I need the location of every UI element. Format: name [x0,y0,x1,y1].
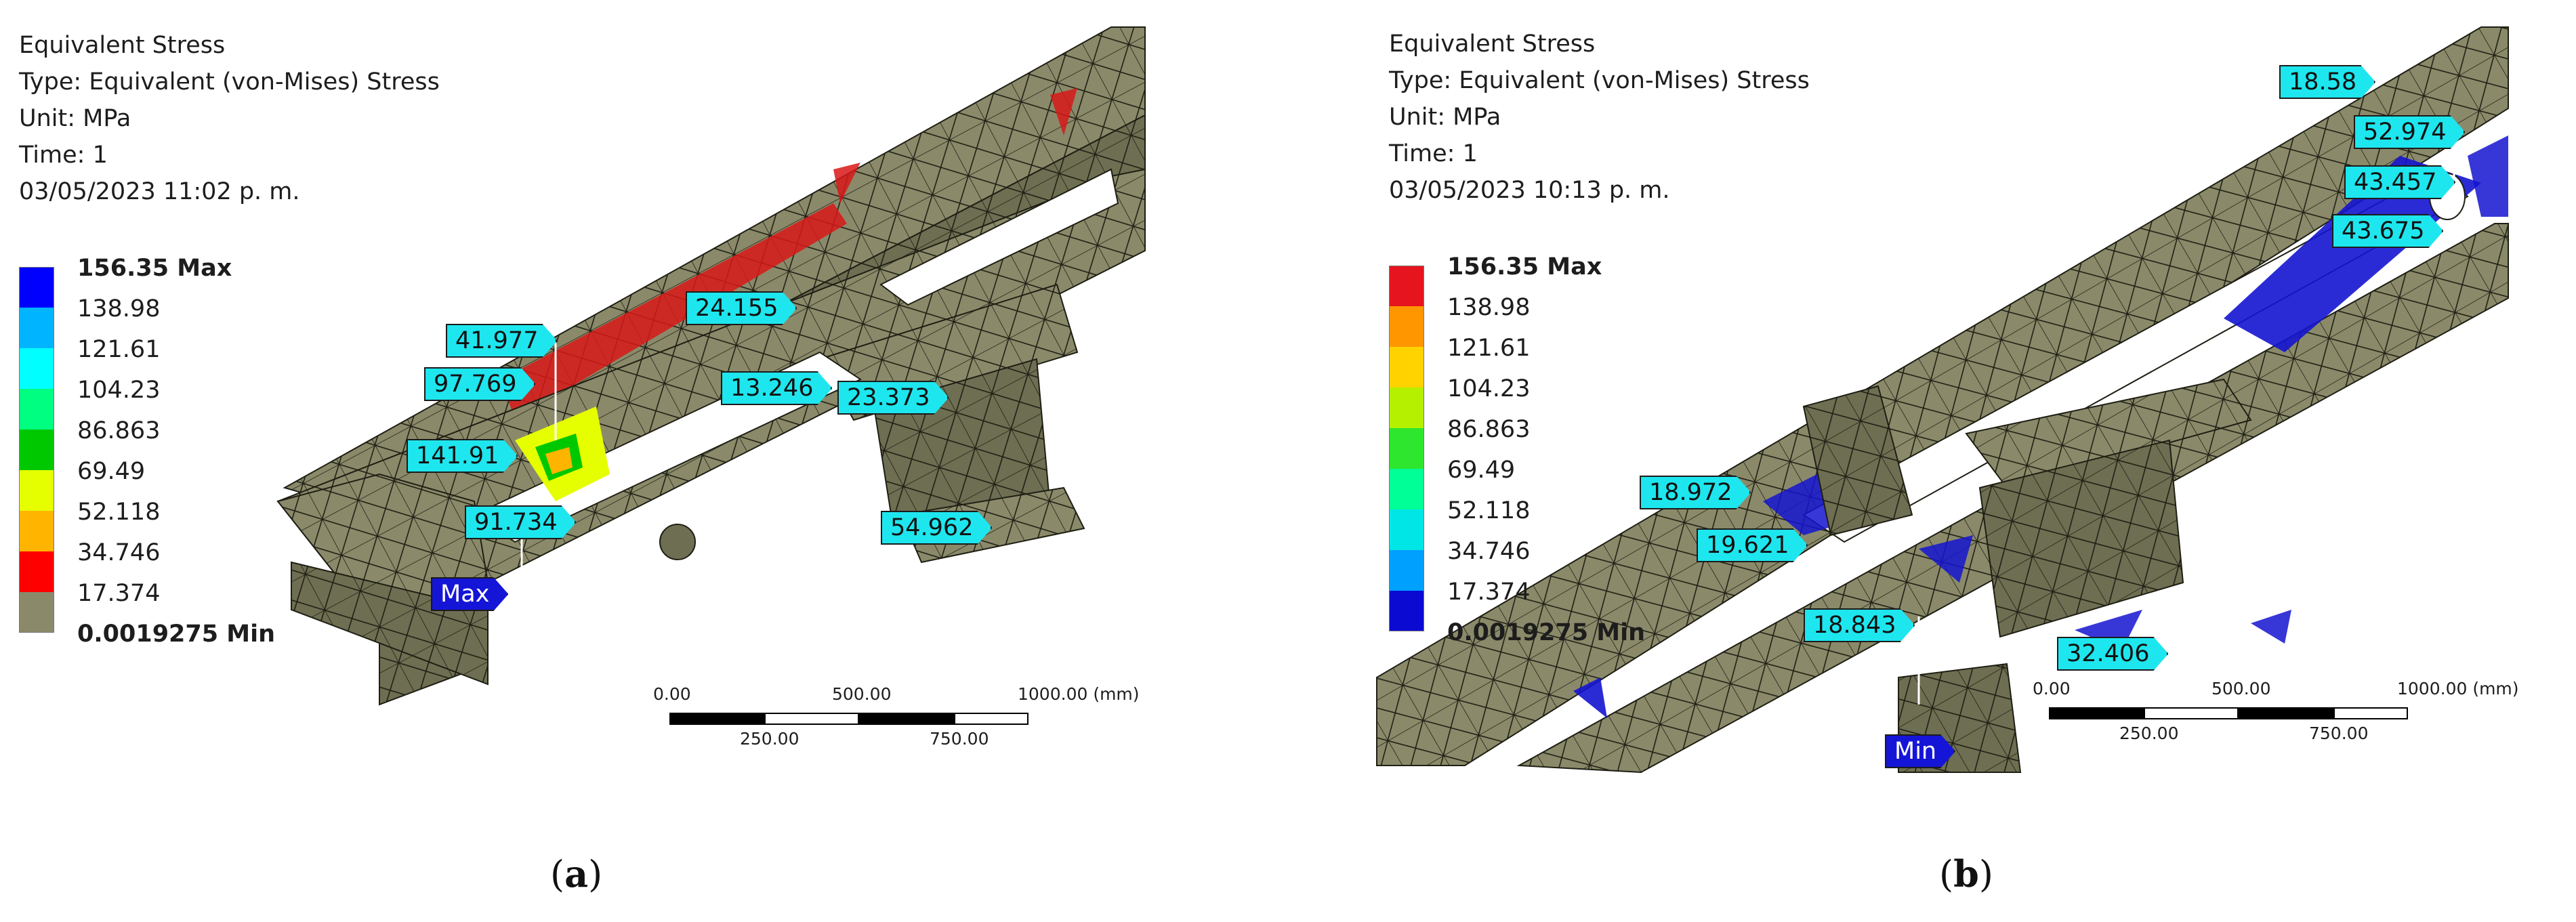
scale-bar-a: 0.00 500.00 1000.00 (mm) 250.00 750.00 [652,684,1140,766]
probe-label[interactable]: 32.406 [2057,637,2168,671]
probe-label[interactable]: 41.977 [446,324,557,358]
legend-swatch [19,429,54,470]
probe-label[interactable]: 141.91 [407,439,518,473]
legend-label: 52.118 [1447,497,1531,524]
legend-label: 34.746 [77,539,161,566]
probe-label[interactable]: 18.58 [2279,65,2375,99]
legend-swatch [19,511,54,551]
result-type: Type: Equivalent (von-Mises) Stress [1389,67,1810,94]
scale-segment [2239,707,2333,719]
scale-segment [2144,707,2239,719]
probe-label[interactable]: 91.734 [465,505,576,539]
scale-tick: 750.00 [930,729,989,749]
probe-label[interactable]: 24.155 [686,291,797,325]
legend-swatch [19,267,54,308]
result-time: Time: 1 [19,142,108,169]
legend-swatch [19,308,54,348]
legend-label: 17.374 [77,580,161,607]
scale-segment [669,713,764,725]
legend-swatch [1389,550,1424,591]
result-date: 03/05/2023 11:02 p. m. [19,178,300,205]
legend-swatch [19,389,54,429]
result-title: Equivalent Stress [1389,30,1596,58]
scale-bar-b: 0.00 500.00 1000.00 (mm) 250.00 750.00 [2031,679,2519,760]
legend-swatch [1389,387,1424,428]
legend-label: 138.98 [77,295,161,322]
scale-tick: 250.00 [740,729,799,749]
legend-swatch [19,592,54,633]
legend-swatch [19,551,54,592]
legend-label: 156.35 Max [1447,253,1602,280]
caption-letter: a [564,852,589,896]
result-header-a: Equivalent Stress Type: Equivalent (von-… [19,27,440,210]
legend-swatch [1389,591,1424,631]
max-marker[interactable]: Max [431,577,508,611]
legend-swatch [1389,469,1424,509]
min-marker[interactable]: Min [1885,734,1955,768]
probe-label[interactable]: 54.962 [881,511,992,545]
scale-segment [2333,707,2408,719]
scale-tick: 1000.00 (mm) [2397,679,2519,698]
legend-label: 138.98 [1447,294,1531,321]
legend-swatch [1389,266,1424,306]
result-type: Type: Equivalent (von-Mises) Stress [19,68,440,96]
scale-segment [764,713,859,725]
legend-label: 104.23 [77,377,161,404]
probe-label[interactable]: 18.972 [1640,476,1751,509]
legend-label: 17.374 [1447,579,1531,606]
probe-label[interactable]: 43.457 [2344,165,2455,199]
legend-label: 121.61 [77,336,161,363]
result-unit: Unit: MPa [19,105,131,132]
probe-label[interactable]: 97.769 [424,367,535,401]
result-time: Time: 1 [1389,140,1478,167]
probe-label[interactable]: 13.246 [721,371,832,405]
legend-label: 69.49 [77,458,146,485]
legend-label: 121.61 [1447,335,1531,362]
scale-segment [2049,707,2144,719]
scale-tick: 0.00 [653,684,691,704]
caption-letter: b [1953,852,1979,896]
caption-a: (a) [550,852,603,896]
probe-label[interactable]: 52.974 [2354,115,2465,149]
legend-label: 86.863 [1447,416,1531,443]
legend-label: 34.746 [1447,538,1531,565]
legend-label: 52.118 [77,499,161,526]
legend-swatch [1389,509,1424,550]
result-unit: Unit: MPa [1389,104,1501,131]
panel-a: Equivalent Stress Type: Equivalent (von-… [0,0,1287,922]
probe-label[interactable]: 23.373 [837,381,949,415]
legend-swatch [19,470,54,511]
scale-tick: 500.00 [2211,679,2271,698]
probe-label[interactable]: 43.675 [2332,214,2443,248]
legend-label: 0.0019275 Min [77,621,276,648]
panel-b: Equivalent Stress Type: Equivalent (von-… [1289,0,2576,922]
legend-label: 0.0019275 Min [1447,619,1646,646]
scale-segment [859,713,954,725]
legend-swatch [19,348,54,389]
probe-label[interactable]: 18.843 [1804,608,1915,642]
result-date: 03/05/2023 10:13 p. m. [1389,177,1670,204]
legend-label: 156.35 Max [77,255,232,282]
legend-swatch [1389,347,1424,387]
scale-tick: 1000.00 (mm) [1018,684,1140,704]
scale-segment [954,713,1029,725]
probe-label[interactable]: 19.621 [1697,528,1808,562]
result-title: Equivalent Stress [19,32,226,59]
legend-label: 86.863 [77,417,161,444]
scale-tick: 750.00 [2309,724,2369,743]
caption-b: (b) [1939,852,1993,896]
legend-label: 69.49 [1447,457,1516,484]
legend-swatch [1389,306,1424,347]
scale-tick: 500.00 [832,684,892,704]
scale-tick: 0.00 [2033,679,2071,698]
scale-tick: 250.00 [2119,724,2179,743]
fea-model-view-b[interactable] [1289,0,2576,813]
legend-swatch [1389,428,1424,469]
result-header-b: Equivalent Stress Type: Equivalent (von-… [1389,26,1810,209]
legend-label: 104.23 [1447,375,1531,402]
